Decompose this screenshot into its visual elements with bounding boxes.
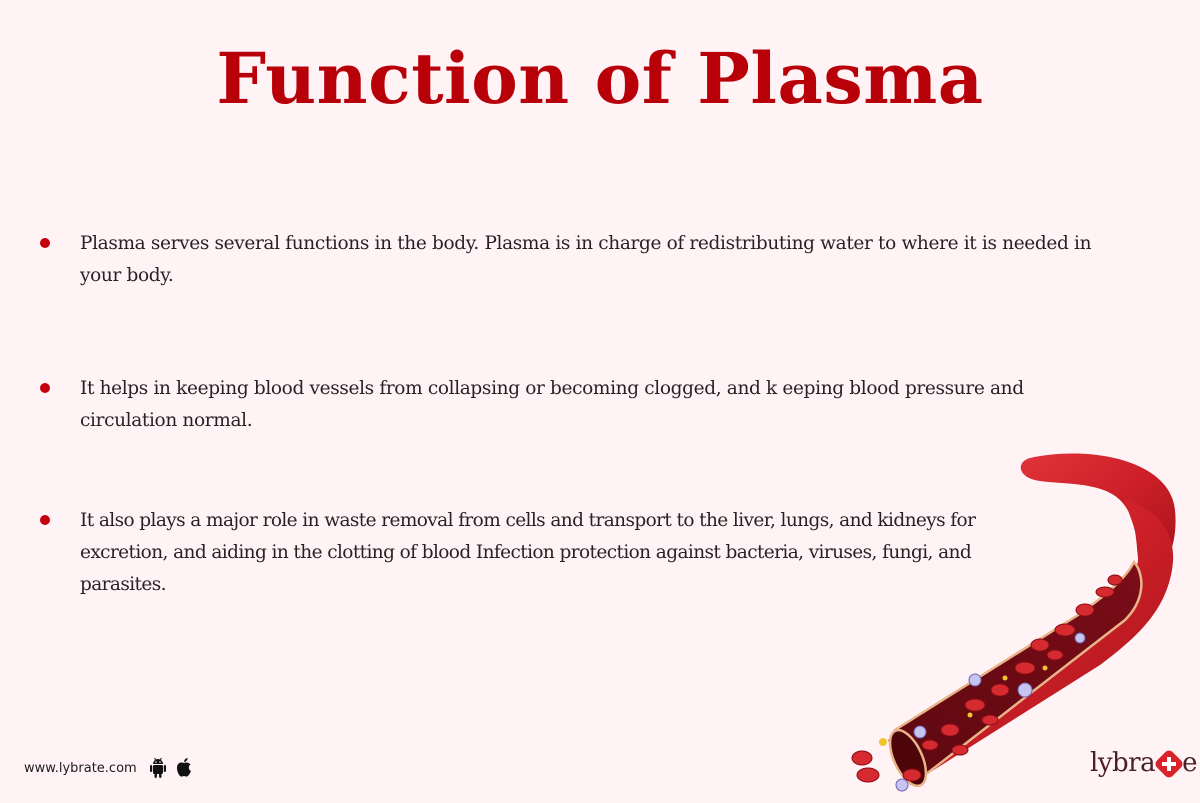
android-icon[interactable] bbox=[149, 757, 167, 779]
apple-icon[interactable] bbox=[175, 757, 193, 779]
brand-logo-prefix: lybra bbox=[1090, 748, 1156, 778]
bullet-dot-icon bbox=[40, 238, 50, 248]
page-title: Function of Plasma bbox=[216, 37, 984, 120]
bullet-item: It helps in keeping blood vessels from c… bbox=[40, 373, 1100, 437]
blood-vessel-illustration bbox=[851, 453, 1176, 792]
medical-cross-icon bbox=[1153, 748, 1185, 780]
bullet-item: It also plays a major role in waste remo… bbox=[40, 505, 1040, 601]
bullet-dot-icon bbox=[40, 515, 50, 525]
bullet-item: Plasma serves several functions in the b… bbox=[40, 228, 1130, 292]
bullet-dot-icon bbox=[40, 383, 50, 393]
site-url-link[interactable]: www.lybrate.com bbox=[24, 760, 137, 776]
bullet-text: It also plays a major role in waste remo… bbox=[80, 510, 976, 595]
footer-links: www.lybrate.com bbox=[24, 757, 193, 779]
bullet-text: Plasma serves several functions in the b… bbox=[80, 233, 1092, 286]
bullet-text: It helps in keeping blood vessels from c… bbox=[80, 378, 1024, 431]
brand-logo[interactable]: lybra e bbox=[1090, 748, 1197, 780]
brand-logo-suffix: e bbox=[1182, 748, 1197, 778]
